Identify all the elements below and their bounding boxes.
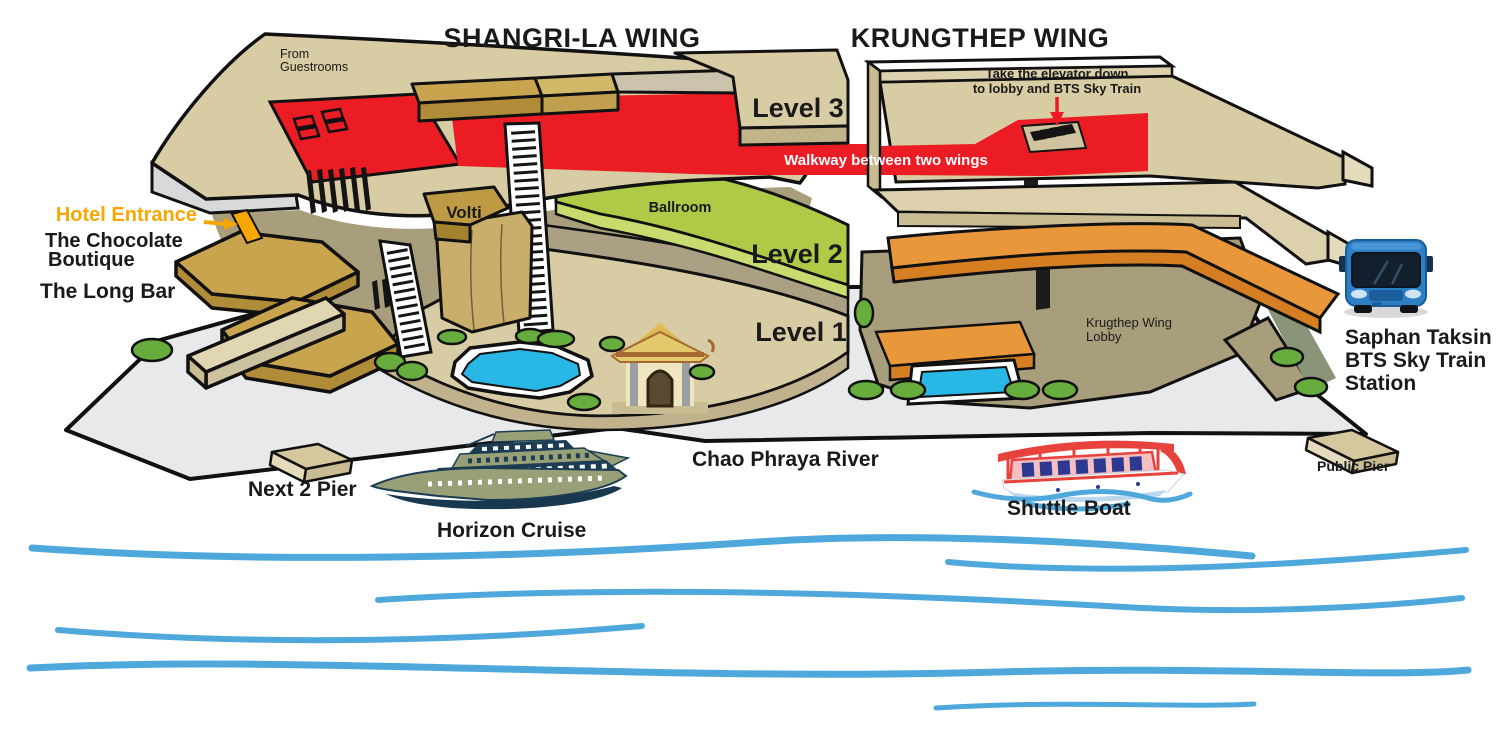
elevator-arrow-icon xyxy=(1050,97,1064,126)
bush-icon xyxy=(1003,379,1041,401)
escalator-icon xyxy=(378,239,433,359)
bush-icon xyxy=(395,360,429,382)
public-pier-label: Public Pier xyxy=(1317,458,1390,474)
hotel-entrance-strip xyxy=(230,208,264,245)
temple-shrine-icon xyxy=(605,322,715,414)
bts-bus-icon xyxy=(1339,239,1433,318)
river-wave xyxy=(375,588,1465,614)
level3-label: Level 3 xyxy=(752,93,844,123)
chocolate-boutique-label: Boutique xyxy=(48,249,135,271)
shuttle-boat-label: Shuttle Boat xyxy=(1007,497,1131,520)
bush-icon xyxy=(889,379,927,401)
swimming-pool-icon xyxy=(906,358,1026,406)
bush-icon xyxy=(598,335,626,353)
saphan-taksin-label: Station xyxy=(1345,372,1416,395)
bush-icon xyxy=(130,337,174,363)
bush-icon xyxy=(536,329,576,349)
facade-window-stripes xyxy=(306,167,400,310)
hotel-entrance-arrow xyxy=(203,218,238,230)
bushes-left xyxy=(130,327,716,412)
river-wave xyxy=(55,623,645,644)
map-labels: SHANGRI-LA WING KRUNGTHEP WING From Gues… xyxy=(40,23,1492,542)
bush-icon xyxy=(1269,346,1305,368)
hotel-entrance-label: Hotel Entrance xyxy=(56,204,197,226)
elevator-note: Take the elevator down xyxy=(986,66,1129,81)
river-wave xyxy=(28,534,1256,561)
bts-walk-strip xyxy=(1262,292,1336,390)
driveway-ramp-face xyxy=(890,249,1322,335)
walkway-label: Walkway between two wings xyxy=(784,152,988,169)
river-wave xyxy=(26,660,1472,678)
volti-label: Volti xyxy=(446,203,482,222)
ballroom-label: Ballroom xyxy=(649,200,712,216)
krungthep-arm3-tip xyxy=(1341,149,1374,188)
river-wave xyxy=(933,701,1257,711)
river-wave xyxy=(945,547,1469,572)
bush-icon xyxy=(1041,379,1079,401)
krungthep-left-wall xyxy=(866,59,882,199)
level3-slab xyxy=(673,48,850,147)
saphan-taksin-label: Saphan Taksin xyxy=(1345,326,1492,349)
bush-icon xyxy=(566,392,602,412)
swimming-pool-icon xyxy=(450,340,594,400)
ballroom-slab-edge xyxy=(554,200,850,300)
rooftop-walkway-red xyxy=(267,92,880,184)
shuttle-boat-icon xyxy=(971,440,1193,512)
roof-bridge-blocks xyxy=(410,68,743,123)
bushes-right xyxy=(847,297,1329,401)
bush-icon xyxy=(847,379,885,401)
horizon-cruise-ship-icon xyxy=(369,429,631,510)
roof-elevator-icons xyxy=(292,107,349,141)
krungthep-wing-structure xyxy=(847,55,1374,410)
level2-label: Level 2 xyxy=(751,239,843,269)
chao-phraya-river-label: Chao Phraya River xyxy=(692,448,879,471)
bush-icon xyxy=(688,363,716,381)
next-2-pier-label: Next 2 Pier xyxy=(248,478,357,501)
title-shangrila-wing: SHANGRI-LA WING xyxy=(444,23,701,53)
saphan-taksin-label: BTS Sky Train xyxy=(1345,349,1486,372)
elevator-note: to lobby and BTS Sky Train xyxy=(973,81,1141,96)
krugthep-lobby-label: Krugthep Wing xyxy=(1086,315,1172,330)
bush-icon xyxy=(1293,376,1329,398)
next-2-pier-structure xyxy=(268,442,354,484)
krugthep-lobby-label: Lobby xyxy=(1086,329,1122,344)
volti-restaurant xyxy=(422,185,534,334)
terrace-front-edge xyxy=(366,348,850,432)
river-waves xyxy=(26,534,1472,711)
title-krungthep-wing: KRUNGTHEP WING xyxy=(851,23,1110,53)
long-bar-label: The Long Bar xyxy=(40,280,175,303)
level1-label: Level 1 xyxy=(755,317,847,347)
from-guestrooms-label: Guestrooms xyxy=(280,60,348,74)
from-guestrooms-label: From xyxy=(280,47,309,61)
public-pier-structure xyxy=(1304,428,1400,475)
bush-icon xyxy=(853,297,875,329)
bush-icon xyxy=(436,328,468,346)
shuttle-boat-red-parts xyxy=(998,440,1186,476)
elevator-icon xyxy=(1030,124,1076,141)
horizon-cruise-label: Horizon Cruise xyxy=(437,519,586,542)
hexagon-pavilions xyxy=(174,230,400,394)
chocolate-boutique-label: The Chocolate xyxy=(45,230,183,252)
